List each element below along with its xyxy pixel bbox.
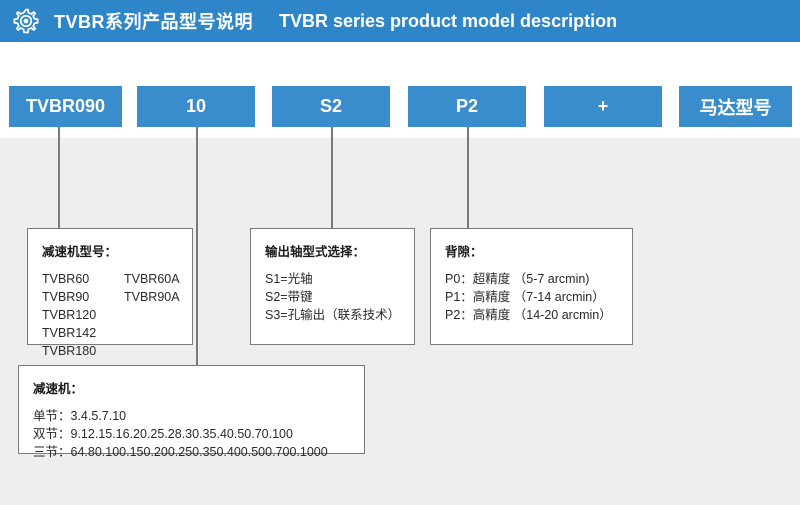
code-segment-frame-size[interactable]: TVBR090 xyxy=(9,86,122,127)
detail-models-cell: TVBR60 xyxy=(42,272,90,286)
detail-models-row: TVBR142 xyxy=(42,324,178,342)
detail-ratio-title: 减速机： xyxy=(33,382,84,396)
detail-ratio-line: 三节：64.80.100.150.200.250.350.400.500.700… xyxy=(33,445,328,459)
detail-ratio-line: 单节：3.4.5.7.10 xyxy=(33,409,127,423)
detail-models-cell: TVBR90A xyxy=(124,290,180,304)
connector-backlash xyxy=(467,127,469,228)
connector-shaft-type xyxy=(331,127,333,228)
detail-models-cell: TVBR180 xyxy=(42,344,97,358)
detail-backlash-line: P2：高精度 （14-20 arcmin） xyxy=(445,308,612,322)
detail-backlash-line: P1：高精度 （7-14 arcmin） xyxy=(445,290,605,304)
detail-shaft-title: 输出轴型式选择： xyxy=(265,245,366,259)
header-title-english: TVBR series product model description xyxy=(279,10,618,31)
detail-models-cell: TVBR90 xyxy=(42,290,90,304)
detail-box-ratio: 减速机： 单节：3.4.5.7.10 双节：9.12.15.16.20.25.2… xyxy=(18,365,365,459)
detail-ratio-line: 双节：9.12.15.16.20.25.28.30.35.40.50.70.10… xyxy=(33,427,293,441)
detail-models-cell: TVBR120 xyxy=(42,308,97,322)
code-segment-motor-model[interactable]: 马达型号 xyxy=(679,86,792,127)
detail-shaft-line: S3=孔输出（联系技术） xyxy=(265,308,401,322)
detail-models-row: TVBR60 TVBR60A xyxy=(42,270,180,288)
code-segment-ratio[interactable]: 10 xyxy=(137,86,255,127)
detail-models-row: TVBR90 TVBR90A xyxy=(42,288,180,306)
detail-backlash-line: P0：超精度 （5-7 arcmin) xyxy=(445,272,590,286)
detail-models-cell: TVBR60A xyxy=(124,272,180,286)
connector-ratio xyxy=(196,127,198,365)
code-segment-backlash[interactable]: P2 xyxy=(408,86,526,127)
detail-shaft-line: S2=带键 xyxy=(265,290,313,304)
connector-frame-size xyxy=(58,127,60,228)
detail-models-title: 减速机型号： xyxy=(42,245,118,259)
gear-icon xyxy=(13,8,39,34)
code-segment-plus[interactable]: + xyxy=(544,86,662,127)
detail-models-cell xyxy=(124,324,178,342)
detail-box-models: 减速机型号： TVBR60 TVBR60A TVBR90 TVBR90A TVB… xyxy=(27,228,193,358)
detail-box-shaft-type: 输出轴型式选择： S1=光轴 S2=带键 S3=孔输出（联系技术） xyxy=(250,228,415,345)
detail-models-row: TVBR180 xyxy=(42,342,178,360)
detail-models-cell xyxy=(124,342,178,360)
detail-models-cell: TVBR142 xyxy=(42,326,97,340)
detail-box-backlash: 背隙： P0：超精度 （5-7 arcmin) P1：高精度 （7-14 arc… xyxy=(430,228,633,345)
detail-backlash-title: 背隙： xyxy=(445,245,483,259)
detail-models-row: TVBR120 xyxy=(42,306,178,324)
header-title-chinese: TVBR系列产品型号说明 xyxy=(54,12,253,32)
detail-shaft-line: S1=光轴 xyxy=(265,272,313,286)
page-header: TVBR系列产品型号说明 TVBR series product model d… xyxy=(0,0,800,42)
model-code-row: TVBR090 10 S2 P2 + 马达型号 xyxy=(0,86,800,127)
detail-models-cell xyxy=(124,306,178,324)
code-segment-shaft-type[interactable]: S2 xyxy=(272,86,390,127)
